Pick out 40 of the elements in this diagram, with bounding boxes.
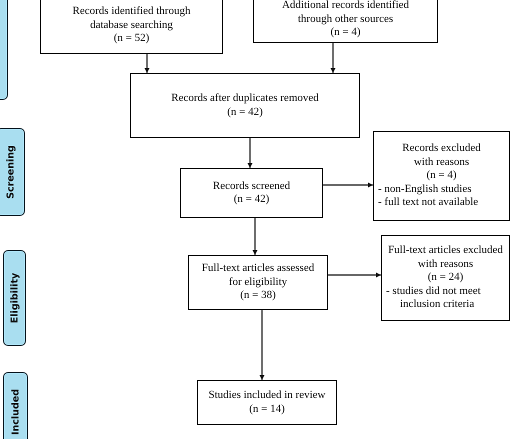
process-box [381, 235, 510, 321]
process-box [197, 380, 337, 425]
phase-band [0, 128, 25, 216]
process-box [253, 0, 438, 43]
arrow [260, 310, 264, 380]
box-text: Records screened [212, 180, 290, 193]
count-text: (n = 42) [227, 106, 263, 119]
arrow [252, 218, 258, 255]
arrow [323, 182, 373, 188]
count-text: (n = 52) [114, 32, 150, 46]
list-item-text: - studies did not meet inclusion criteria [386, 284, 482, 312]
phase-label: Eligibility [9, 272, 20, 324]
process-box [373, 131, 510, 221]
phase-band [3, 250, 26, 346]
list-item-text: - non-English studies [378, 182, 472, 196]
count-text: (n = 4) [426, 169, 457, 183]
arrow [330, 43, 336, 73]
process-box [40, 0, 223, 54]
arrow [248, 138, 252, 168]
box-text: Full-text articles excluded with reasons [387, 244, 504, 272]
box-text: Full-text articles assessed for eligibility [200, 262, 316, 290]
count-text: (n = 38) [240, 289, 276, 303]
phase-band [3, 372, 28, 439]
box-text: Additional records identified through other sources [280, 0, 410, 26]
arrow [144, 54, 150, 73]
count-text: (n = 4) [330, 26, 361, 40]
arrow [328, 272, 381, 278]
phase-label: Screening [5, 145, 16, 199]
count-text: (n = 42) [234, 193, 270, 206]
process-box [188, 255, 328, 310]
box-text: Records excluded with reasons [401, 142, 482, 170]
process-box [130, 73, 360, 138]
box-text: Records after duplicates removed [171, 92, 319, 106]
count-text: (n = 24) [428, 271, 464, 285]
list-item-text: - full text not available [378, 196, 480, 210]
box-text: Records identified through database searching [72, 5, 192, 32]
box-text: Studies included in review [208, 389, 326, 402]
process-box [180, 168, 323, 218]
count-text: (n = 14) [249, 402, 285, 416]
phase-label: Included [10, 389, 21, 435]
